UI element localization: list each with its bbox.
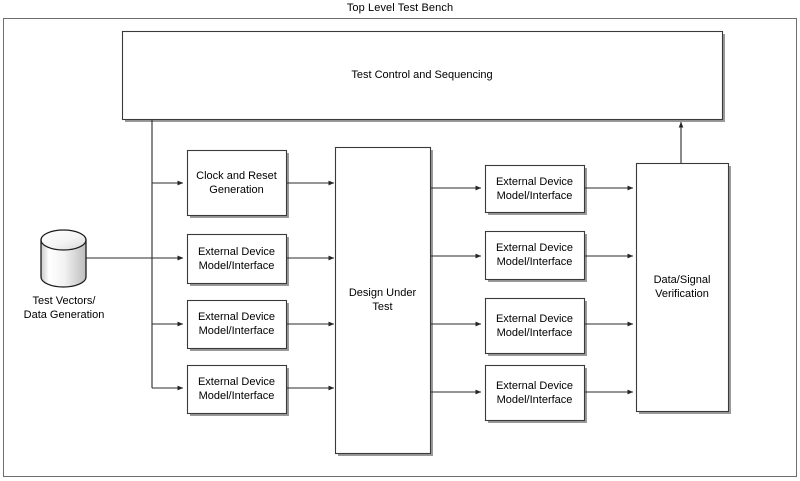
node-right-interface-1[interactable] [484,164,586,214]
node-right-interface-4[interactable] [484,364,586,422]
node-right-interface-2[interactable] [484,230,586,281]
connector-lines [85,118,684,395]
node-left-interface-2[interactable] [186,299,288,350]
node-test-vectors-cylinder[interactable] [40,229,87,288]
node-left-interface-1[interactable] [186,233,288,285]
diagram-title: Top Level Test Bench [346,2,454,14]
node-control[interactable] [121,30,724,121]
node-left-interface-3[interactable] [186,364,288,415]
node-verification[interactable] [635,162,730,413]
node-right-interface-3[interactable] [484,297,586,355]
node-test-vectors-label: Test Vectors/ Data Generation [23,295,105,321]
diagram-boxes [121,30,730,455]
node-clock-and-reset[interactable] [186,149,288,217]
node-design-under-test[interactable] [334,146,432,455]
